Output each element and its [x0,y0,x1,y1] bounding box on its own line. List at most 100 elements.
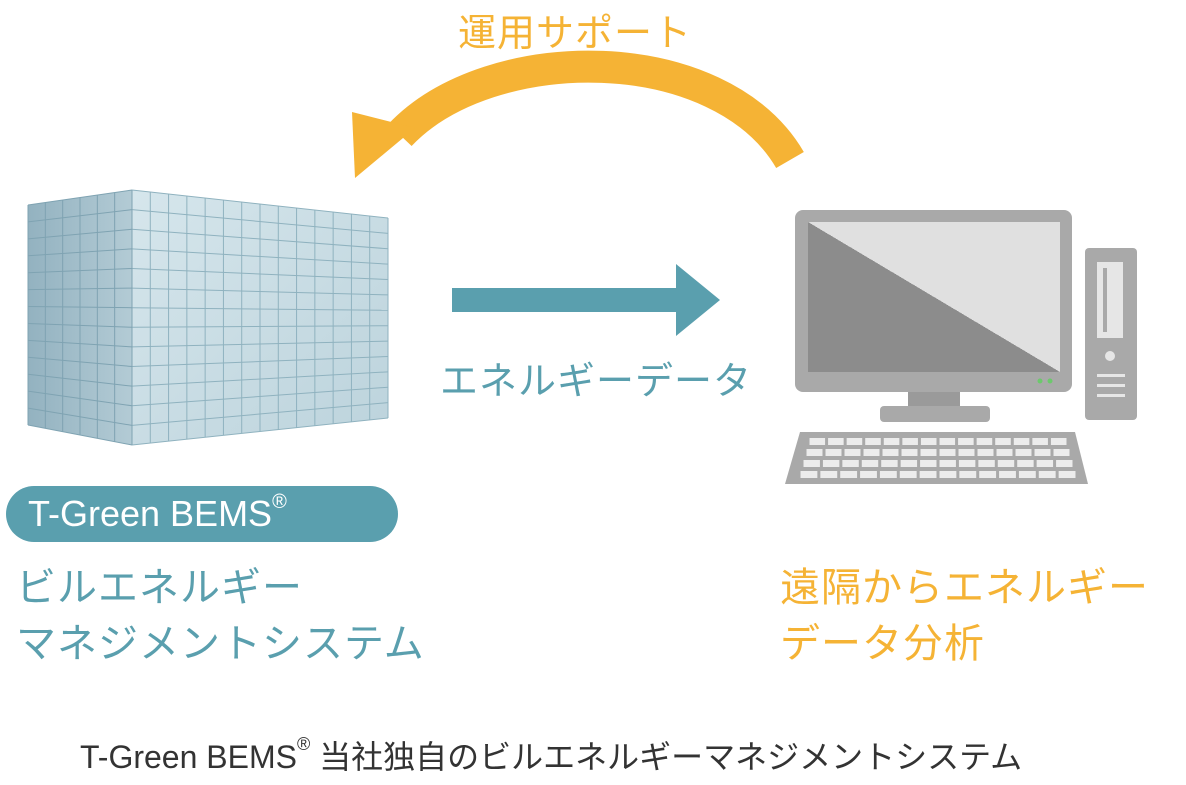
curved-arrow-left-icon [352,50,804,178]
keyboard-key [958,449,975,456]
building-grid-line [131,248,389,265]
keyboard-key [979,471,997,478]
building-window-grid [27,189,389,446]
keyboard-key [958,460,976,467]
keyboard-key [882,449,899,456]
keyboard-key [800,471,818,478]
keyboard-key [919,471,937,478]
building-grid-line [27,306,133,309]
building-grid-line [131,267,389,281]
keyboard-key [920,438,937,445]
keyboard-key [1056,460,1073,467]
building-grid-line [27,248,133,257]
keyboard-key [1018,471,1036,478]
keyboard-key [863,449,880,456]
keyboard-key [999,471,1016,478]
keyboard-key [1017,460,1034,467]
caption-name: T-Green BEMS [80,739,297,775]
keyboard-key [997,460,1015,467]
keyboard-key [959,471,977,478]
remote-description-line1: 遠隔からエネルギー [780,565,1149,611]
building-grid-line [131,189,389,219]
keyboard-key [803,460,820,467]
keyboard-key [1032,438,1048,445]
building-grid-line [27,407,133,426]
remote-description-line2: データ分析 [780,621,985,667]
keyboard-key [842,460,859,467]
building-grid-line [27,339,133,348]
keyboard-key [939,449,956,456]
keyboard-key [901,449,918,456]
desktop-computer-icon [785,210,1137,484]
building-grid-line [131,228,389,250]
bems-badge-registered: ® [272,491,287,513]
keyboard-key [1036,460,1054,467]
keyboard-key [809,438,826,445]
building-grid-line [27,322,133,328]
keyboard-key [939,471,957,478]
keyboard-key [883,438,900,445]
keyboard-key [1058,471,1076,478]
keyboard-key [844,449,861,456]
keyboard-key [1038,471,1056,478]
keyboard-key [996,449,1013,456]
building-grid-line [131,417,389,446]
keyboard-key [920,449,937,456]
keyboard-key [899,471,917,478]
keyboard-key [958,438,974,445]
keyboard-key [1013,438,1030,445]
building-grid-line [27,267,133,274]
building-grid-line [27,189,133,206]
bems-badge: T-Green BEMS® [6,486,398,542]
building-grid-line [131,355,389,368]
keyboard-key [806,449,823,456]
building-grid-line [131,386,389,407]
building-grid-line [131,402,389,426]
keyboard-key [879,471,897,478]
arrow-right-icon [452,264,720,336]
keyboard-key [861,460,879,467]
bems-description-line1: ビルエネルギー [16,565,303,611]
keyboard-key [977,449,994,456]
caption: T-Green BEMS® 当社独自のビルエネルギーマネジメントシステム [80,732,1022,778]
keyboard-key [939,438,956,445]
building-grid-line [27,424,133,446]
keyboard-key [976,438,993,445]
keyboard-key [900,460,918,467]
keyboard-key [978,460,995,467]
keyboard-key [846,438,863,445]
building-grid-line [27,390,133,407]
building-grid-line [131,307,389,311]
building-grid-line [27,373,133,387]
building-grid-line [131,340,389,348]
keyboard-key [822,460,840,467]
energy-data-label: エネルギーデータ [440,359,753,403]
bems-badge-name: T-Green BEMS [28,493,273,534]
keyboard-key [881,460,898,467]
keyboard-key [840,471,858,478]
keyboard-key [939,460,956,467]
keyboard-key [920,460,937,467]
bems-description: ビルエネルギー マネジメントシステム [16,560,425,672]
keyboard-key [1053,449,1070,456]
keyboard-keys [800,438,1076,478]
support-label: 運用サポート [458,11,693,55]
keyboard-key [1050,438,1067,445]
keyboard-key [825,449,842,456]
building-grid-line [27,209,133,223]
keyboard-key [828,438,844,445]
caption-text: 当社独自のビルエネルギーマネジメントシステム [319,739,1023,775]
keyboard-key [865,438,881,445]
building-grid-line [131,325,389,328]
keyboard-key [1015,449,1032,456]
building-grid-line [27,228,133,240]
keyboard-key [860,471,877,478]
building-grid-line [27,287,133,291]
caption-registered: ® [296,734,311,754]
building-grid-line [27,356,133,368]
building-icon [27,189,389,446]
keyboard-key [995,438,1011,445]
building-grid-line [131,209,389,234]
remote-analysis-description: 遠隔からエネルギー データ分析 [780,560,1149,672]
